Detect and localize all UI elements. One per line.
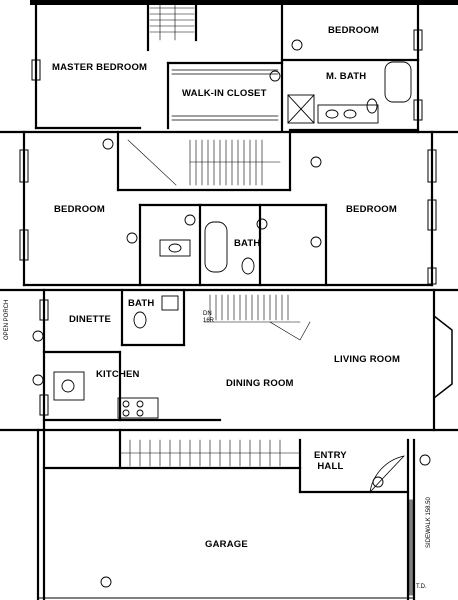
label-sidewalk-text: SIDEWALK bbox=[426, 517, 432, 548]
ground-floor-walls bbox=[36, 428, 416, 600]
label-living-room: LIVING ROOM bbox=[334, 354, 401, 365]
second-stair bbox=[127, 139, 281, 186]
bay-window bbox=[432, 314, 453, 400]
first-floor-fixtures bbox=[32, 295, 179, 419]
top-border bbox=[30, 0, 458, 5]
label-m-bath: M. BATH bbox=[326, 71, 367, 82]
upper-floor-walls bbox=[34, 3, 420, 134]
label-dining-room: DINING ROOM bbox=[226, 378, 294, 389]
label-sidewalk: SIDEWALK 158.50 bbox=[426, 497, 432, 548]
label-bedroom-right: BEDROOM bbox=[346, 204, 398, 215]
second-floor-walls bbox=[0, 130, 458, 287]
label-dn-value: 16R bbox=[203, 318, 215, 324]
first-floor-walls bbox=[0, 288, 458, 432]
label-bath-middle: BATH bbox=[234, 238, 261, 249]
label-entry-hall-line1: ENTRY bbox=[314, 450, 347, 461]
first-windows bbox=[39, 299, 49, 416]
label-td: T.D. bbox=[416, 584, 427, 590]
garage-door bbox=[409, 499, 413, 596]
label-garage: GARAGE bbox=[205, 539, 248, 550]
label-sidewalk-elev: 158.50 bbox=[426, 497, 432, 516]
first-stair bbox=[203, 294, 311, 341]
ground-stair bbox=[119, 439, 301, 467]
label-dn: DN 16R bbox=[203, 311, 214, 325]
label-bath-lower: BATH bbox=[128, 298, 155, 309]
second-windows bbox=[19, 149, 437, 285]
upper-stair bbox=[149, 4, 195, 41]
label-entry-hall: ENTRY HALL bbox=[314, 450, 347, 472]
circle-markers bbox=[100, 454, 431, 588]
closet-shelves bbox=[171, 69, 279, 121]
master-bath-fixtures bbox=[269, 39, 412, 124]
label-walk-in-closet: WALK-IN CLOSET bbox=[182, 88, 267, 99]
label-bedroom-left: BEDROOM bbox=[54, 204, 106, 215]
second-bath-fixtures bbox=[102, 138, 322, 275]
label-bedroom-top: BEDROOM bbox=[328, 25, 380, 36]
label-kitchen: KITCHEN bbox=[96, 369, 140, 380]
label-entry-hall-line2: HALL bbox=[317, 461, 344, 472]
label-dn-text: DN bbox=[203, 311, 212, 317]
label-dinette: DINETTE bbox=[69, 314, 112, 325]
upper-windows bbox=[31, 29, 423, 121]
label-master-bedroom: MASTER BEDROOM bbox=[52, 62, 148, 73]
label-open-porch: OPEN PORCH bbox=[4, 299, 10, 340]
